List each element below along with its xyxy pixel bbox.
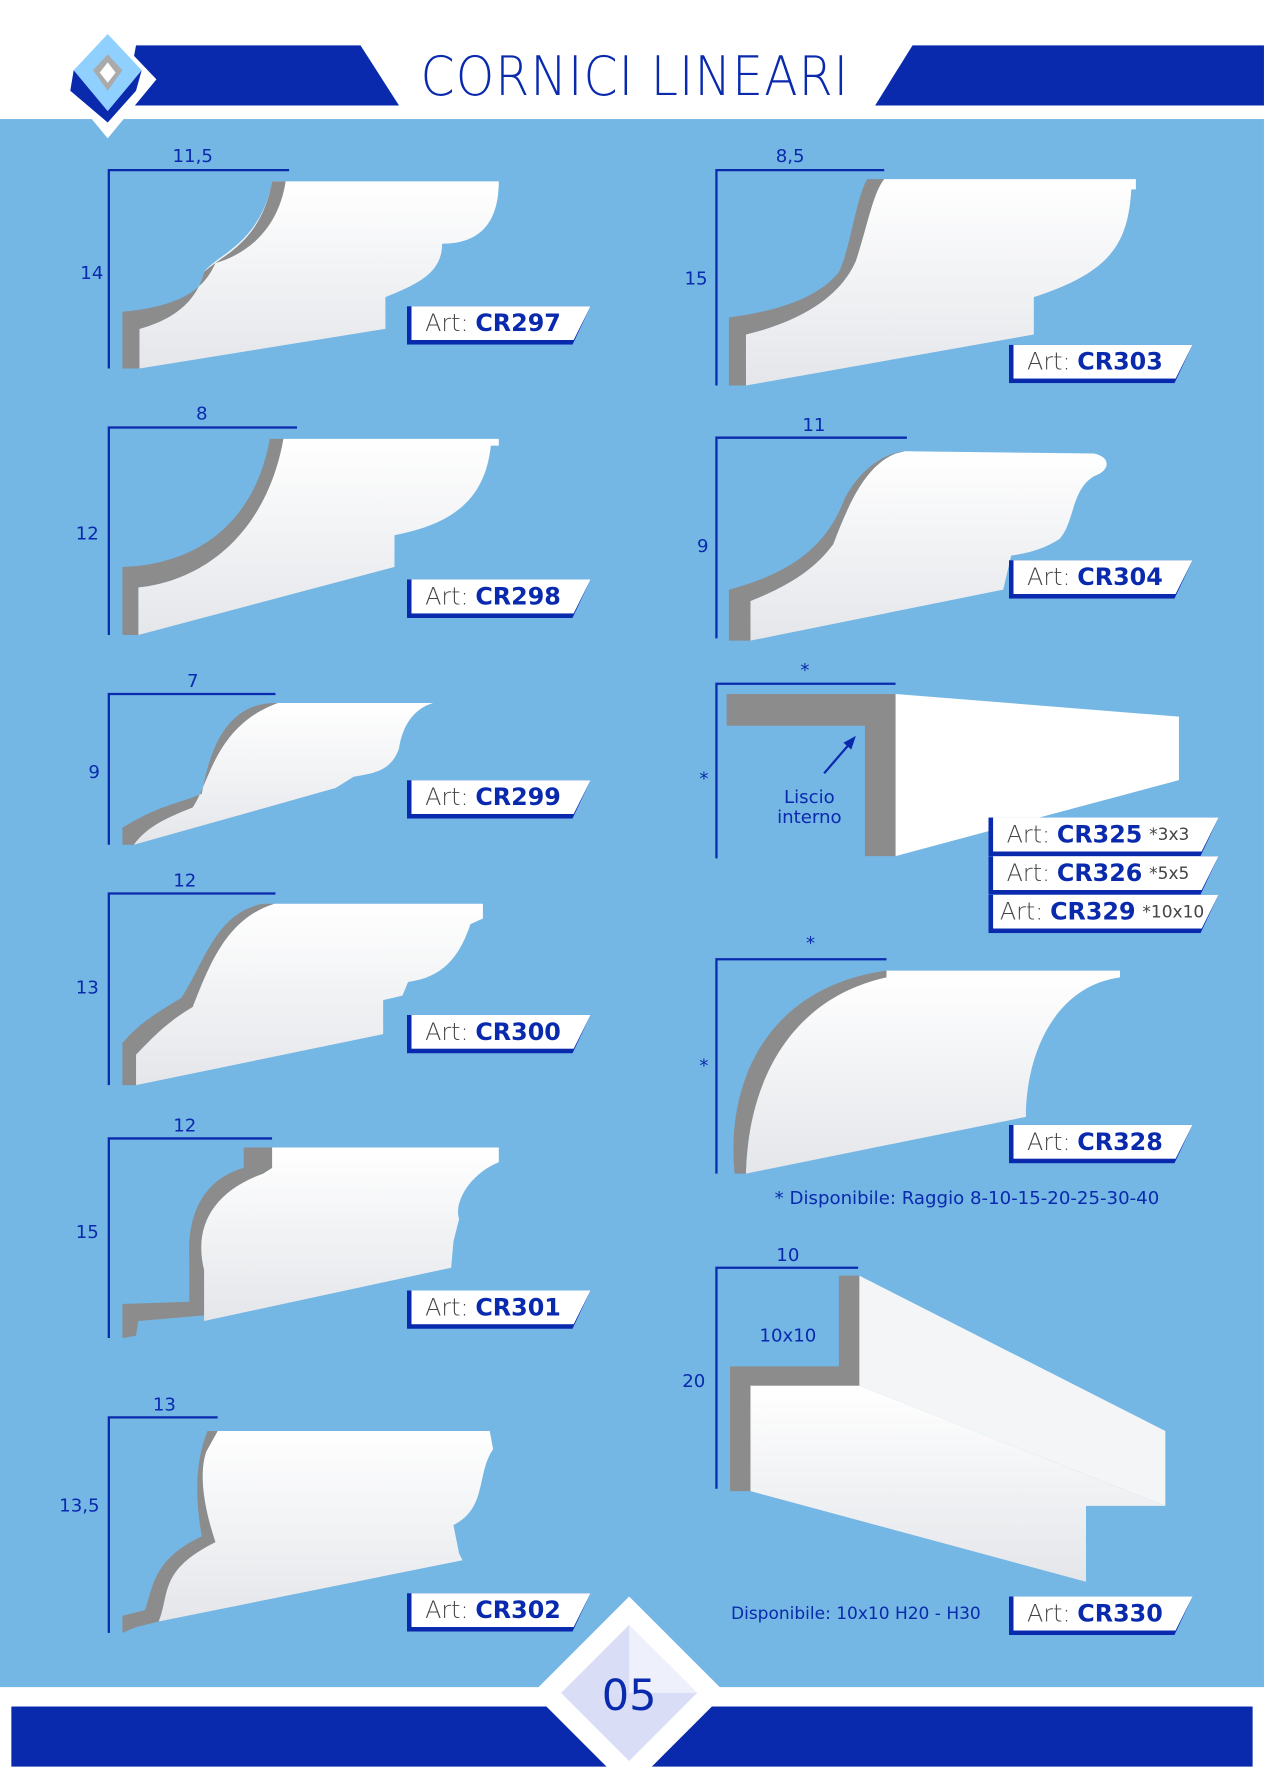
art-prefix: Art: [425,1018,469,1046]
art-prefix: Art: [1027,1599,1071,1628]
dim-height-cr328: * [699,1054,709,1077]
footer-bars [0,1596,1264,1778]
art-prefix: Art: [425,783,469,811]
dim-height-cr300: 13 [75,976,99,998]
header-bars [124,45,1264,106]
art-code: CR297 [475,309,561,337]
note-interno: interno [777,806,842,828]
art-code: CR300 [475,1018,561,1046]
article-label-cr326: Art:CR326 *5x5 [988,856,1218,895]
profile-cr325 [726,693,1179,857]
dim-height-cr330: 20 [682,1369,706,1392]
profile-cr301 [122,1147,499,1339]
page-number: 05 [601,1670,657,1721]
art-code: CR330 [1077,1599,1163,1628]
profile-cr328 [733,970,1120,1174]
art-code: CR299 [475,783,561,811]
note-liscio: Liscio [784,785,835,808]
art-code: CR328 [1077,1128,1163,1156]
dim-height-cr325: * [699,767,709,790]
profile-cr298 [122,438,499,635]
article-label-cr325: Art:CR325 *3x3 [988,818,1218,857]
art-code: CR298 [475,582,561,611]
dim-width-cr303: 8,5 [775,145,805,167]
art-size: *10x10 [1142,901,1205,922]
dim-width-cr299: 7 [186,670,199,692]
art-size: *3x3 [1149,824,1190,845]
profile-cr297 [122,181,499,369]
art-prefix: Art: [425,1596,469,1624]
profile-cr330 [730,1275,1166,1582]
art-code: CR302 [475,1596,561,1624]
art-code: CR326 [1056,859,1143,887]
dim-width-cr300: 12 [173,869,197,892]
article-label-cr301: Art:CR301 [407,1290,591,1329]
art-prefix: Art: [425,1293,469,1321]
article-label-cr302: Art:CR302 [407,1593,591,1632]
article-label-cr303: Art:CR303 [1009,345,1193,384]
page-title: CORNICI LINEARI [420,45,850,109]
note-cr328: * Disponibile: Raggio 8-10-15-20-25-30-4… [774,1187,1160,1209]
art-code: CR301 [475,1293,561,1321]
profile-cr299 [122,703,434,845]
arrow-icon [843,735,856,750]
dim-width-cr301: 12 [173,1114,197,1137]
art-prefix: Art: [999,898,1044,926]
art-prefix: Art: [1027,348,1071,376]
dim-width-cr297: 11,5 [172,145,213,167]
art-code: CR303 [1077,348,1163,376]
profile-cr300 [122,903,483,1086]
dim-height-cr302: 13,5 [59,1494,100,1517]
profile-cr302 [122,1430,494,1633]
dim-height-cr298: 12 [75,522,99,545]
art-code: CR329 [1050,898,1136,926]
article-label-cr298: Art:CR298 [407,579,591,618]
logo-icon [58,28,157,139]
dim-width-cr304: 11 [802,413,826,436]
note-cr330: Disponibile: 10x10 H20 - H30 [730,1603,981,1624]
dim-height-cr301: 15 [75,1221,99,1243]
article-label-cr299: Art:CR299 [407,780,591,819]
article-label-cr300: Art:CR300 [407,1015,591,1054]
dim-width-cr302: 13 [152,1393,176,1416]
article-label-cr329: Art:CR329 *10x10 [988,895,1218,934]
profile-cr303 [728,179,1136,386]
art-code: CR304 [1077,563,1163,591]
art-prefix: Art: [1006,859,1051,887]
dim-height-cr303: 15 [684,267,708,290]
dim-width-cr298: 8 [196,402,208,425]
dim-height-cr304: 9 [697,535,709,557]
art-prefix: Art: [1006,820,1051,849]
dim-height-cr297: 14 [80,261,104,284]
article-label-cr297: Art:CR297 [407,306,591,345]
profile-cr304 [728,451,1107,641]
article-label-cr330: Art:CR330 [1009,1597,1193,1636]
article-label-cr328: Art:CR328 [1009,1125,1193,1164]
art-code: CR325 [1056,820,1143,849]
dim-width-cr325: * [800,658,810,681]
art-prefix: Art: [425,309,469,337]
art-prefix: Art: [1027,1128,1071,1156]
dim-width-cr330: 10 [776,1243,800,1266]
art-prefix: Art: [425,582,469,611]
dim-height-cr299: 9 [88,760,100,783]
dim-width-cr328: * [805,932,816,954]
article-label-cr304: Art:CR304 [1009,560,1193,599]
art-size: *5x5 [1149,862,1190,884]
art-prefix: Art: [1027,563,1071,591]
dim-inner-cr330: 10x10 [759,1324,817,1346]
dimension-lines [107,168,907,1633]
